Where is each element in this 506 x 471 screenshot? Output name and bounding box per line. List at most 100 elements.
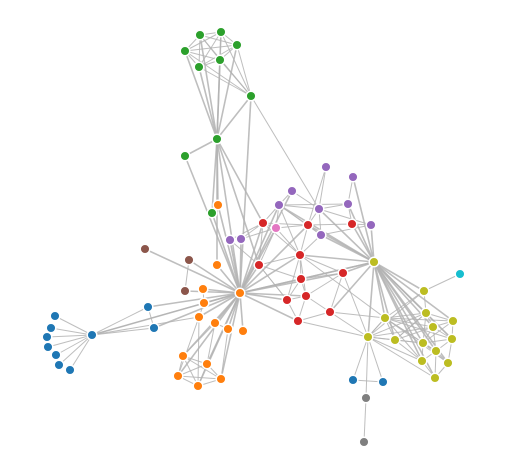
graph-node-orange[interactable] bbox=[197, 283, 209, 295]
graph-edge bbox=[46, 334, 93, 338]
graph-edge bbox=[239, 292, 288, 301]
graph-node-purple[interactable] bbox=[273, 199, 285, 211]
graph-node-green[interactable] bbox=[215, 26, 227, 38]
graph-edge bbox=[198, 66, 252, 97]
graph-node-orange[interactable] bbox=[177, 350, 189, 362]
graph-edge bbox=[229, 239, 260, 266]
graph-node-orange[interactable] bbox=[211, 259, 223, 271]
graph-node-brown[interactable] bbox=[179, 285, 191, 297]
graph-node-purple[interactable] bbox=[320, 161, 332, 173]
graph-node-orange[interactable] bbox=[212, 199, 224, 211]
graph-node-orange[interactable] bbox=[209, 317, 221, 329]
graph-node-orange[interactable] bbox=[193, 311, 205, 323]
graph-node-olive[interactable] bbox=[389, 334, 401, 346]
graph-node-red[interactable] bbox=[295, 273, 307, 285]
graph-node-olive[interactable] bbox=[362, 331, 374, 343]
graph-node-green[interactable] bbox=[194, 29, 206, 41]
graph-node-olive[interactable] bbox=[427, 321, 439, 333]
graph-node-olive[interactable] bbox=[368, 256, 380, 268]
graph-edge bbox=[307, 166, 327, 226]
graph-node-purple[interactable] bbox=[224, 234, 236, 246]
graph-node-green[interactable] bbox=[193, 61, 205, 73]
graph-node-blue[interactable] bbox=[377, 376, 389, 388]
graph-edge bbox=[258, 227, 277, 266]
graph-node-orange[interactable] bbox=[172, 370, 184, 382]
graph-node-green[interactable] bbox=[179, 45, 191, 57]
graph-node-blue[interactable] bbox=[45, 322, 57, 334]
graph-edge bbox=[320, 224, 372, 236]
graph-edge bbox=[363, 397, 367, 443]
graph-node-brown[interactable] bbox=[139, 243, 151, 255]
graph-node-red[interactable] bbox=[294, 249, 306, 261]
graph-node-purple[interactable] bbox=[313, 203, 325, 215]
graph-node-blue[interactable] bbox=[86, 329, 98, 341]
graph-node-pink[interactable] bbox=[270, 222, 282, 234]
graph-node-blue[interactable] bbox=[148, 322, 160, 334]
graph-node-orange[interactable] bbox=[222, 323, 234, 335]
graph-node-olive[interactable] bbox=[418, 285, 430, 297]
graph-edge bbox=[220, 292, 241, 380]
graph-node-blue[interactable] bbox=[53, 359, 65, 371]
graph-node-purple[interactable] bbox=[286, 185, 298, 197]
graph-node-orange[interactable] bbox=[192, 380, 204, 392]
graph-node-blue[interactable] bbox=[142, 301, 154, 313]
graph-node-blue[interactable] bbox=[49, 310, 61, 322]
graph-edge bbox=[220, 328, 229, 380]
graph-node-red[interactable] bbox=[281, 294, 293, 306]
graph-node-olive[interactable] bbox=[429, 372, 441, 384]
graph-node-olive[interactable] bbox=[420, 307, 432, 319]
graph-node-blue[interactable] bbox=[50, 349, 62, 361]
graph-node-olive[interactable] bbox=[416, 355, 428, 367]
graph-node-green[interactable] bbox=[211, 133, 223, 145]
graph-node-orange[interactable] bbox=[234, 287, 246, 299]
graph-node-blue[interactable] bbox=[64, 364, 76, 376]
graph-node-green[interactable] bbox=[231, 39, 243, 51]
graph-node-red[interactable] bbox=[302, 219, 314, 231]
graph-node-red[interactable] bbox=[346, 218, 358, 230]
graph-node-gray[interactable] bbox=[358, 436, 370, 448]
graph-node-purple[interactable] bbox=[342, 198, 354, 210]
graph-node-red[interactable] bbox=[337, 267, 349, 279]
graph-node-blue[interactable] bbox=[41, 331, 53, 343]
graph-node-cyan[interactable] bbox=[454, 268, 466, 280]
graph-edge bbox=[329, 272, 344, 313]
graph-edge bbox=[184, 50, 221, 61]
graph-node-blue[interactable] bbox=[347, 374, 359, 386]
graph-node-green[interactable] bbox=[245, 90, 257, 102]
graph-edge bbox=[367, 290, 425, 338]
graph-node-red[interactable] bbox=[257, 217, 269, 229]
graph-node-orange[interactable] bbox=[201, 358, 213, 370]
graph-node-red[interactable] bbox=[292, 315, 304, 327]
graph-node-olive[interactable] bbox=[430, 345, 442, 357]
graph-node-purple[interactable] bbox=[347, 171, 359, 183]
graph-node-purple[interactable] bbox=[235, 233, 247, 245]
graph-edge bbox=[299, 254, 344, 274]
graph-node-orange[interactable] bbox=[237, 325, 249, 337]
graph-edge bbox=[184, 31, 222, 52]
graph-node-purple[interactable] bbox=[315, 229, 327, 241]
graph-node-olive[interactable] bbox=[417, 337, 429, 349]
graph-node-green[interactable] bbox=[206, 207, 218, 219]
graph-node-green[interactable] bbox=[179, 150, 191, 162]
graph-node-orange[interactable] bbox=[215, 373, 227, 385]
graph-node-orange[interactable] bbox=[198, 297, 210, 309]
graph-node-purple[interactable] bbox=[365, 219, 377, 231]
graph-node-red[interactable] bbox=[300, 290, 312, 302]
graph-node-red[interactable] bbox=[324, 306, 336, 318]
graph-edge bbox=[347, 203, 375, 263]
graph-node-red[interactable] bbox=[253, 259, 265, 271]
graph-edge bbox=[147, 292, 241, 308]
graph-node-olive[interactable] bbox=[447, 315, 459, 327]
graph-node-gray[interactable] bbox=[360, 392, 372, 404]
graph-edge bbox=[367, 336, 384, 383]
graph-node-green[interactable] bbox=[214, 54, 226, 66]
graph-edge bbox=[384, 290, 425, 319]
graph-node-olive[interactable] bbox=[446, 333, 458, 345]
graph-edge bbox=[239, 292, 307, 297]
graph-node-olive[interactable] bbox=[379, 312, 391, 324]
graph-edge bbox=[275, 227, 301, 256]
graph-node-blue[interactable] bbox=[42, 341, 54, 353]
graph-node-brown[interactable] bbox=[183, 254, 195, 266]
graph-node-olive[interactable] bbox=[442, 357, 454, 369]
